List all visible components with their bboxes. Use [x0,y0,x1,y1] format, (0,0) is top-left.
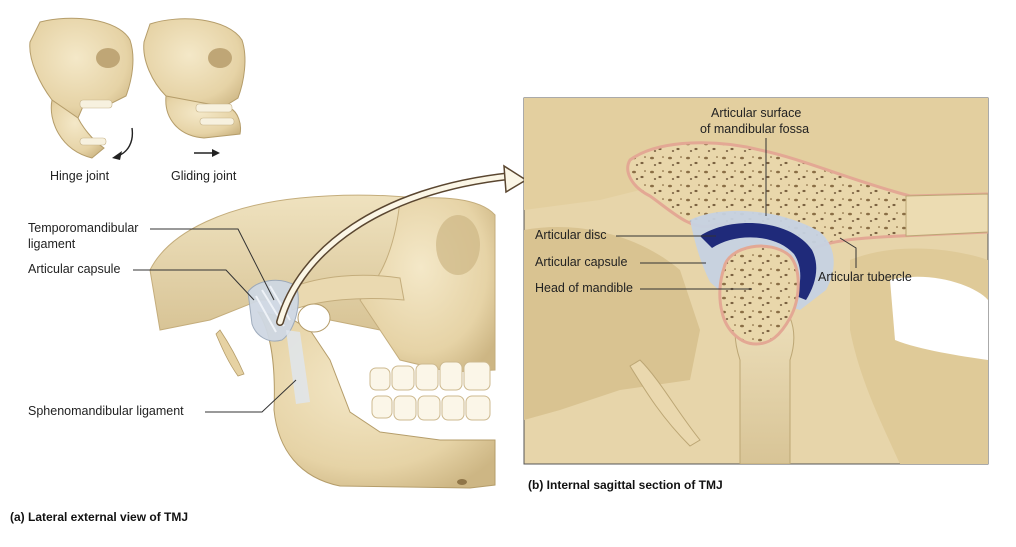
sphenomandibular-label: Sphenomandibular ligament [28,404,184,418]
gliding-joint-skull-thumbnail [143,18,246,139]
gliding-arrow-head [212,149,220,157]
articular-disc [700,223,817,300]
fossa-label-line1: Articular surface [711,106,801,120]
lateral-articular-capsule-label: Articular capsule [28,262,120,276]
lateral-skull-illustration [149,194,496,489]
hinge-joint-skull-thumbnail [29,17,134,159]
fossa-label-line2: of mandibular fossa [700,122,809,136]
articular-tubercle-label: Articular tubercle [818,270,912,284]
lateral-articular-capsule [247,279,299,342]
head-of-mandible-label: Head of mandible [535,281,633,295]
lateral-sphenomandibular-ligament [286,330,310,404]
tm-ligament-label-line2: ligament [28,237,76,251]
hinge-rotation-arrow [117,127,134,157]
lateral-capsule-leader [133,269,255,301]
lateral-teeth [369,361,491,421]
sagittal-view-caption: (b) Internal sagittal section of TMJ [528,478,723,492]
articular-disc-label: Articular disc [535,228,607,242]
sagittal-capsule-label: Articular capsule [535,255,627,269]
gliding-joint-label: Gliding joint [171,169,237,183]
tm-ligament-leader [150,228,275,301]
articular-tubercle-leader [839,237,857,268]
zoom-arrow-head [503,164,528,194]
hinge-arrow-head [112,151,122,160]
sphenomandibular-leader [205,379,297,413]
head-of-mandible [718,244,800,346]
sagittal-inset-panel: Articular surface of mandibular fossa Ar… [523,97,989,465]
hinge-joint-label: Hinge joint [50,169,110,183]
lateral-view-caption: (a) Lateral external view of TMJ [10,510,188,524]
tm-ligament-label: Temporomandibular [28,221,138,235]
